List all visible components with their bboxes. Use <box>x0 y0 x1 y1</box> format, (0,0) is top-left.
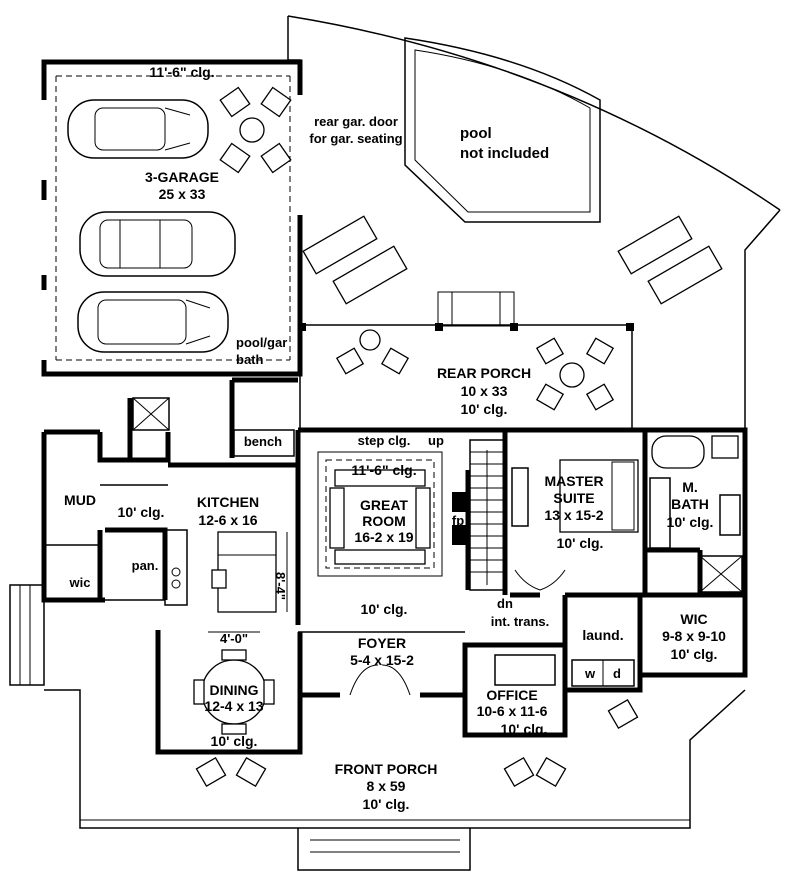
mud-label: MUD <box>64 492 96 508</box>
kitchen-size: 12-6 x 16 <box>198 512 257 528</box>
garage-seating <box>219 86 292 174</box>
office-ceiling: 10' clg. <box>501 721 548 737</box>
car-3 <box>77 291 229 353</box>
car-1 <box>67 99 209 159</box>
garage-name: 3-GARAGE <box>145 169 219 185</box>
dining-table <box>193 631 275 735</box>
car-2 <box>79 211 236 277</box>
foyer-name: FOYER <box>358 635 406 651</box>
dn-label: dn <box>497 596 513 611</box>
front-porch-structure <box>44 689 746 871</box>
wic-right-name: WIC <box>680 611 707 627</box>
table-dim: 4'-0" <box>220 631 248 646</box>
patio-loungers-right <box>617 215 723 305</box>
m-bath-name1: M. <box>682 479 698 495</box>
pantry-label: pan. <box>132 558 159 573</box>
wic-left-label: wic <box>69 575 91 590</box>
rear-porch-ceiling: 10' clg. <box>461 401 508 417</box>
dining-name: DINING <box>210 682 259 698</box>
fp-label: fp <box>452 513 464 528</box>
dining-ceiling: 10' clg. <box>211 733 258 749</box>
room-labels: 11'-6" clg. 3-GARAGE 25 x 33 rear gar. d… <box>64 64 726 812</box>
pool-bath-line1: pool/gar <box>236 335 287 350</box>
pool-line1: pool <box>460 125 492 142</box>
office-size: 10-6 x 11-6 <box>477 703 548 719</box>
great-room-ceiling: 10' clg. <box>361 601 408 617</box>
bench-label: bench <box>244 434 282 449</box>
front-porch-name: FRONT PORCH <box>335 761 438 777</box>
patio-loungers-left <box>302 215 408 305</box>
washer-label: w <box>584 666 596 681</box>
garage <box>41 59 303 377</box>
step-clg-label: step clg. <box>358 433 411 448</box>
great-room-size: 16-2 x 19 <box>354 529 413 545</box>
foyer-size: 5-4 x 15-2 <box>350 652 414 668</box>
laundry-label: laund. <box>582 627 623 643</box>
m-bath-ceiling: 10' clg. <box>667 514 714 530</box>
front-porch-ceiling: 10' clg. <box>363 796 410 812</box>
pool-outline <box>404 37 601 223</box>
dining-size: 12-4 x 13 <box>204 698 263 714</box>
staircase <box>469 439 505 591</box>
master-suite-name2: SUITE <box>553 490 594 506</box>
wic-right-size: 9-8 x 9-10 <box>662 628 726 644</box>
house-walls <box>9 377 748 755</box>
rear-porch-name: REAR PORCH <box>437 365 531 381</box>
rear-porch <box>298 323 634 431</box>
rear-gar-door-line1: rear gar. door <box>314 114 398 129</box>
master-suite-name1: MASTER <box>544 473 603 489</box>
office-name: OFFICE <box>486 687 537 703</box>
front-porch-size: 8 x 59 <box>367 778 406 794</box>
up-label: up <box>428 433 444 448</box>
rear-porch-size: 10 x 33 <box>461 383 508 399</box>
kitchen-fixtures <box>164 529 288 613</box>
great-room-name1: GREAT <box>360 497 408 513</box>
master-suite-size: 13 x 15-2 <box>544 507 603 523</box>
island-dim: 8'-4" <box>273 572 288 600</box>
pool-bath-line2: bath <box>236 352 264 367</box>
rear-gar-door-line2: for gar. seating <box>309 131 402 146</box>
garage-size: 25 x 33 <box>159 186 206 202</box>
garage-ceiling: 11'-6" clg. <box>149 64 214 80</box>
pool-line2: not included <box>460 145 549 162</box>
kitchen-name: KITCHEN <box>197 494 259 510</box>
great-room-name2: ROOM <box>362 513 406 529</box>
wic-right-ceiling: 10' clg. <box>671 646 718 662</box>
int-trans-label: int. trans. <box>491 614 550 629</box>
m-bath-name2: BATH <box>671 496 709 512</box>
mud-ceiling: 10' clg. <box>118 504 165 520</box>
great-room-ceiling-top: 11'-6" clg. <box>351 462 416 478</box>
master-suite-ceiling: 10' clg. <box>557 535 604 551</box>
dryer-label: d <box>613 666 621 681</box>
